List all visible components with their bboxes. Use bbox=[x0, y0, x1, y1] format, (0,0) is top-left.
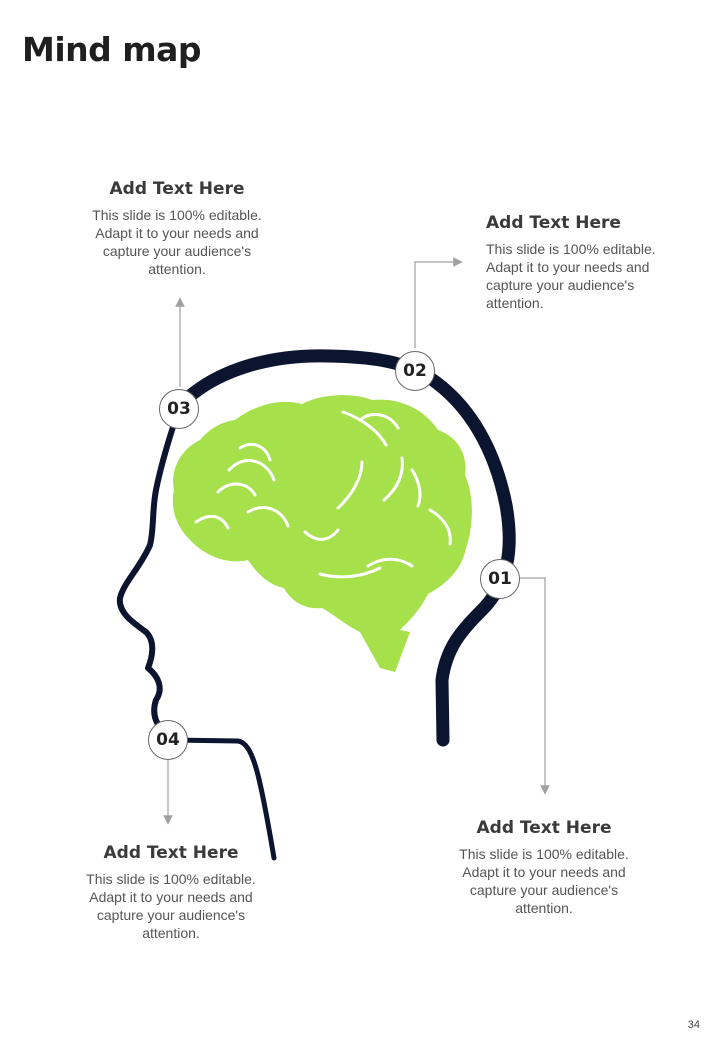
brain-shape bbox=[172, 395, 472, 672]
marker-01: 01 bbox=[480, 559, 520, 599]
marker-04: 04 bbox=[148, 720, 188, 760]
callout-02-heading: Add Text Here bbox=[486, 213, 621, 233]
callout-01: Add Text Here This slide is 100% editabl… bbox=[444, 818, 644, 917]
page-title: Mind map bbox=[22, 30, 202, 69]
callout-02: Add Text Here This slide is 100% editabl… bbox=[486, 213, 656, 312]
head-outline bbox=[116, 349, 516, 861]
callout-04-body: This slide is 100% editable. Adapt it to… bbox=[86, 871, 256, 941]
page-number: 34 bbox=[687, 1019, 700, 1031]
callout-02-body: This slide is 100% editable. Adapt it to… bbox=[486, 241, 656, 311]
callout-03: Add Text Here This slide is 100% editabl… bbox=[77, 179, 277, 278]
marker-03: 03 bbox=[159, 389, 199, 429]
callout-04: Add Text Here This slide is 100% editabl… bbox=[71, 843, 271, 942]
callout-04-heading: Add Text Here bbox=[103, 843, 239, 863]
connector-01 bbox=[520, 577, 550, 795]
callout-03-heading: Add Text Here bbox=[109, 179, 245, 199]
connector-02 bbox=[414, 257, 463, 348]
callout-01-heading: Add Text Here bbox=[476, 818, 612, 838]
brain-folds bbox=[194, 410, 452, 579]
callout-01-body: This slide is 100% editable. Adapt it to… bbox=[459, 846, 629, 916]
marker-02: 02 bbox=[395, 351, 435, 391]
connectors bbox=[163, 257, 550, 825]
callout-03-body: This slide is 100% editable. Adapt it to… bbox=[92, 207, 262, 277]
